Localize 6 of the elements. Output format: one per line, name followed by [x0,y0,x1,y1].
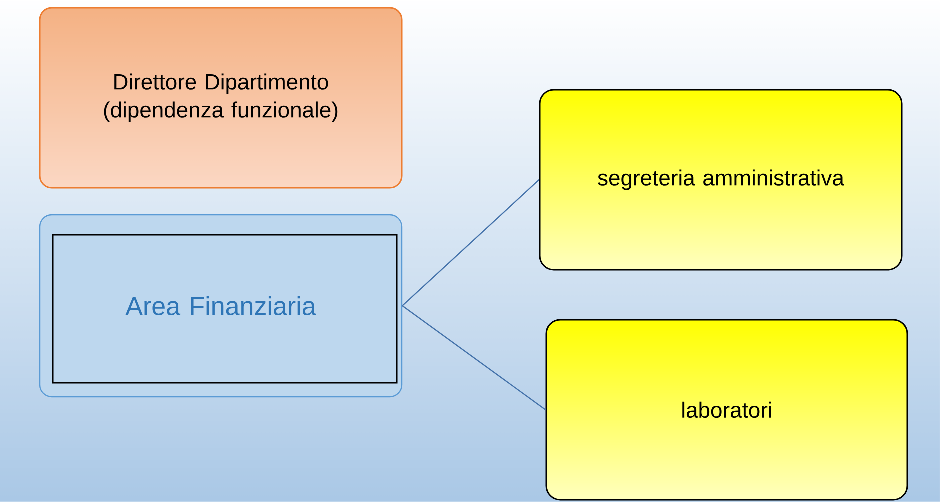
area-box: Area Finanziaria [39,214,403,398]
unit-box: segreteria amministrativa [539,89,903,271]
connector-line [402,306,546,410]
unit-box: laboratori [546,319,908,501]
role-box: Direttore Dipartimento (dipendenza funzionale) [39,7,403,189]
connector-line [402,180,540,306]
